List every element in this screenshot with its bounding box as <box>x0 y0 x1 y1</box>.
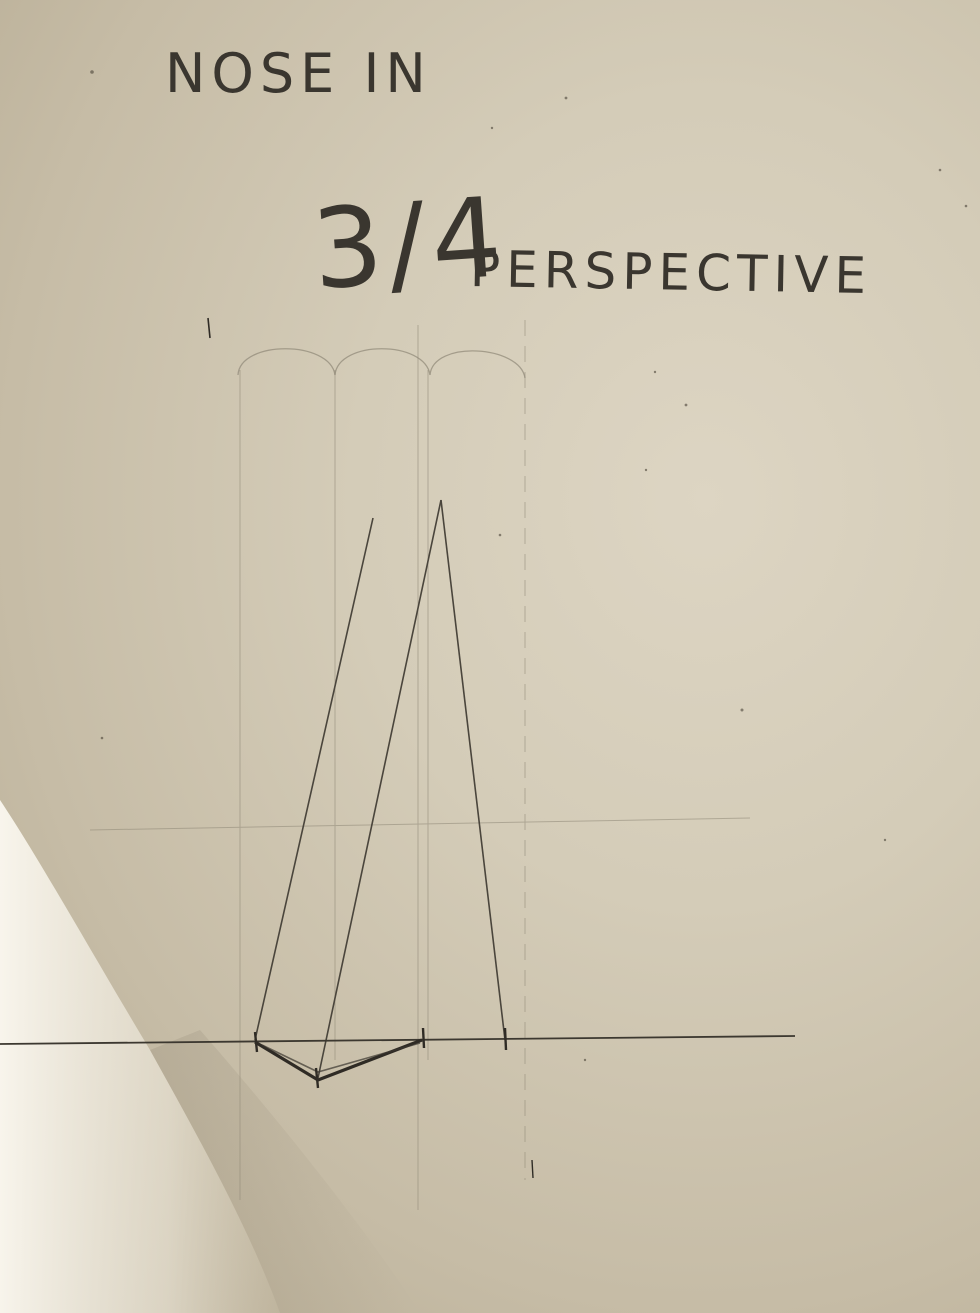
caption-line1: NOSE IN <box>165 42 432 105</box>
caption-fraction: 3/4 <box>308 173 511 314</box>
nose-construction <box>254 499 506 1079</box>
tick-marks <box>207 317 534 1179</box>
nose-base <box>254 1038 423 1082</box>
nose-base-shading <box>261 1042 421 1073</box>
paper-specks <box>90 70 968 1062</box>
arch-guides <box>237 348 526 379</box>
light-glare <box>0 800 280 1313</box>
paper-shadow <box>150 1030 420 1313</box>
guide-lines <box>89 320 751 1210</box>
baseline <box>0 1035 796 1045</box>
caption-line2: PERSPECTIVE <box>470 240 873 305</box>
